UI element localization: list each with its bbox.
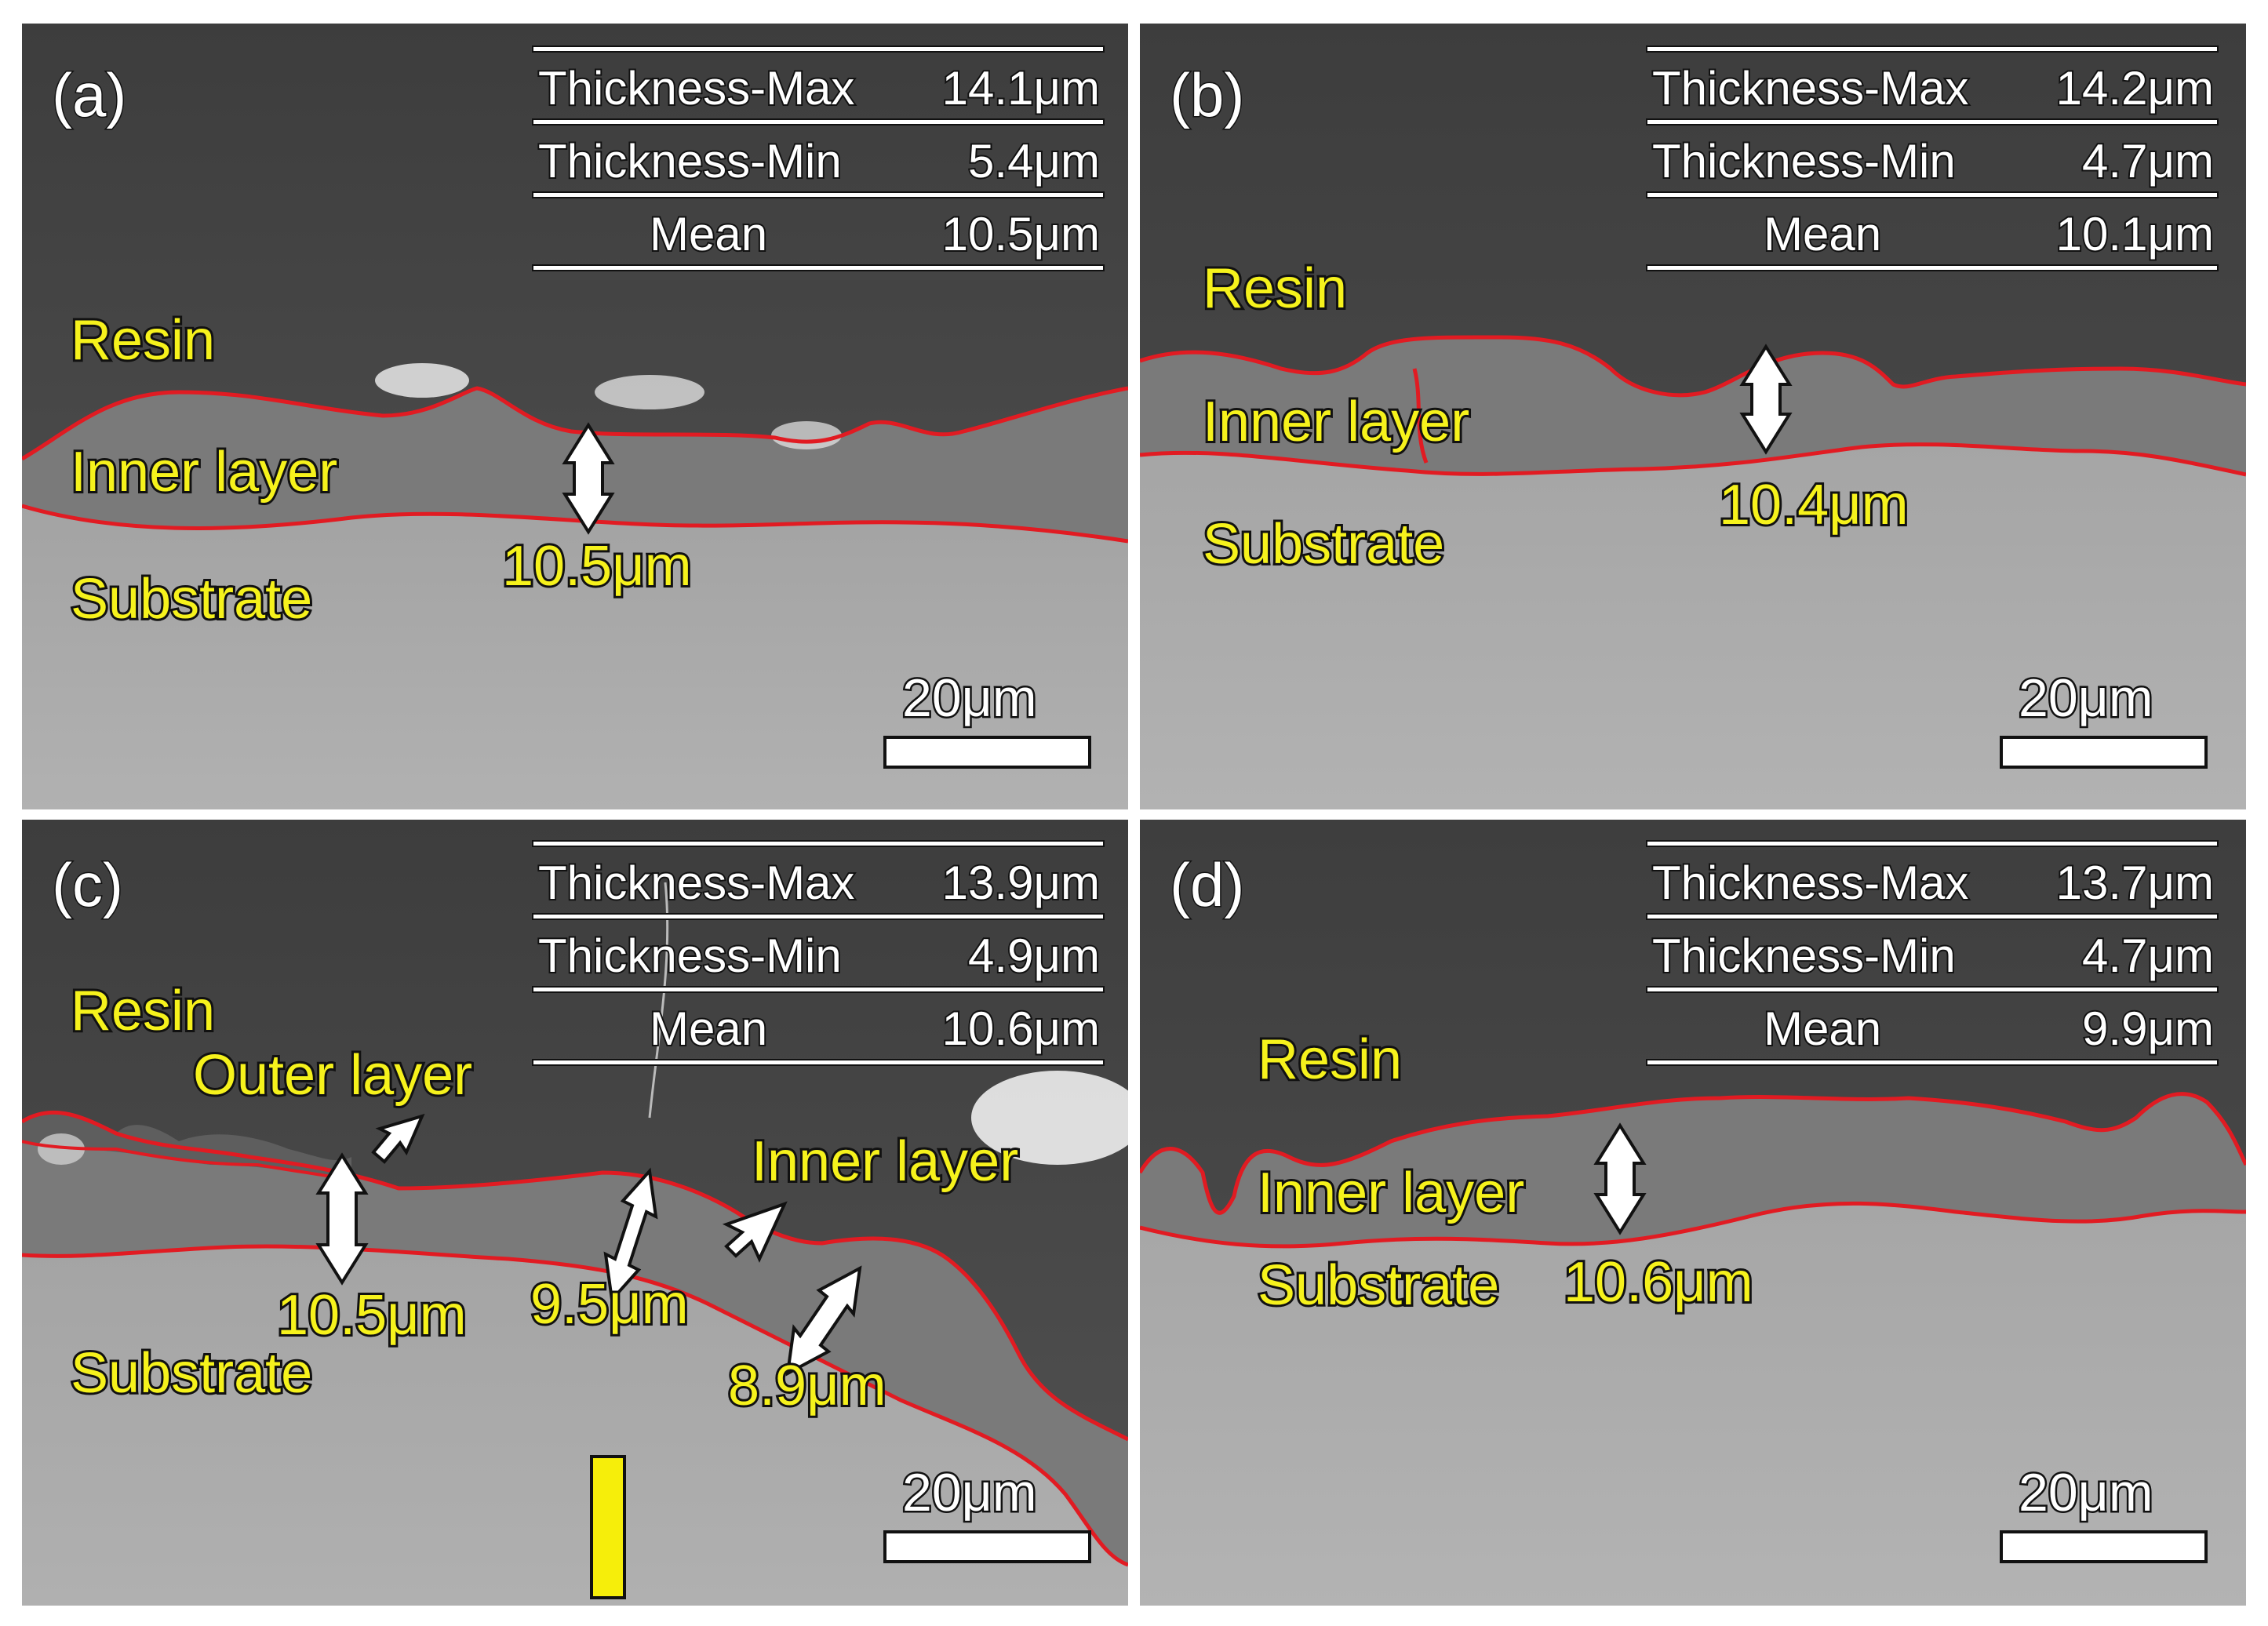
table-value: 4.7μm xyxy=(2081,928,2215,984)
bright-spot xyxy=(38,1133,85,1165)
table-value: 10.5μm xyxy=(941,206,1101,262)
label-resin: Resin xyxy=(1200,257,1349,320)
scale-label: 20μm xyxy=(900,1463,1038,1522)
label-substrate: Substrate xyxy=(68,568,315,631)
table-value: 10.6μm xyxy=(941,1001,1101,1057)
table-label: Mean xyxy=(1762,206,1883,262)
label-resin: Resin xyxy=(68,980,217,1042)
layer-boundary-bottom xyxy=(22,1244,1128,1567)
label-substrate: Substrate xyxy=(68,1342,315,1405)
measure-value: 10.5μm xyxy=(275,1284,469,1347)
measure-value: 9.5μm xyxy=(528,1273,691,1336)
substrate-region xyxy=(22,506,1128,809)
table-label: Thickness-Min xyxy=(537,133,843,189)
bright-spot xyxy=(771,421,842,449)
outer-layer-boundary xyxy=(22,1140,352,1182)
measure-value: 10.6μm xyxy=(1561,1251,1756,1314)
inner-layer-region xyxy=(22,1112,1128,1565)
label-substrate: Substrate xyxy=(1200,513,1447,576)
table-value: 14.2μm xyxy=(2055,60,2215,116)
panel-tag: (b) xyxy=(1168,60,1245,129)
substrate-region xyxy=(22,1246,1128,1606)
table-label: Thickness-Max xyxy=(537,60,856,116)
panel-tag: (c) xyxy=(51,850,125,919)
measure-arrow xyxy=(562,422,615,535)
label-inner-layer: Inner layer xyxy=(68,441,340,504)
table-label: Thickness-Min xyxy=(1651,928,1957,984)
substrate-region xyxy=(1140,1203,2246,1606)
table-value: 4.7μm xyxy=(2081,133,2215,189)
measure-value: 8.9μm xyxy=(726,1355,889,1417)
pointer-arrow xyxy=(722,1201,788,1263)
table-value: 5.4μm xyxy=(967,133,1101,189)
panel-b: (b) Thickness-Max 14.2μm Thickness-Min 4.7… xyxy=(1140,24,2246,809)
panel-c: (c) Thickness-Max 13.9μm Thickness-Min 4.9… xyxy=(22,820,1128,1606)
bright-spot xyxy=(595,375,704,409)
scale-bar xyxy=(2000,736,2208,769)
measure-arrow xyxy=(1739,344,1793,455)
substrate-region xyxy=(1140,444,2246,809)
measure-value: 10.5μm xyxy=(500,535,694,598)
label-resin: Resin xyxy=(68,309,217,372)
measure-arrow xyxy=(603,1167,658,1304)
label-outer-layer: Outer layer xyxy=(191,1044,475,1107)
panel-tag: (a) xyxy=(50,60,127,129)
table-label: Thickness-Min xyxy=(1651,133,1957,189)
scale-label: 20μm xyxy=(2016,668,2154,728)
bright-spot xyxy=(375,363,469,398)
measure-arrow xyxy=(315,1152,369,1286)
scale-bar xyxy=(883,736,1091,769)
table-value: 13.7μm xyxy=(2055,855,2215,911)
panel-tag: (d) xyxy=(1168,850,1245,919)
thickness-table: Thickness-Max 13.7μm Thickness-Min 4.7μm M… xyxy=(1646,840,2219,1066)
panel-a: (a) Thickness-Max 14.1μm Thickness-Min 5.4… xyxy=(22,24,1128,809)
layer-boundary-top xyxy=(1140,1092,2246,1215)
sem-image-c xyxy=(22,820,1128,1606)
measure-value: 10.4μm xyxy=(1716,474,1911,537)
scale-bar xyxy=(2000,1530,2208,1563)
label-substrate: Substrate xyxy=(1255,1254,1502,1317)
scale-bar xyxy=(883,1530,1091,1563)
label-inner-layer: Inner layer xyxy=(1200,391,1472,453)
table-value: 14.1μm xyxy=(941,60,1101,116)
label-inner-layer: Inner layer xyxy=(749,1130,1021,1193)
table-label: Thickness-Max xyxy=(1651,855,1970,911)
crack xyxy=(648,882,669,1119)
sem-image-d xyxy=(1140,820,2246,1606)
table-label: Thickness-Min xyxy=(537,928,843,984)
grain-boundary xyxy=(1412,368,1429,464)
table-label: Mean xyxy=(1762,1001,1883,1057)
bright-spot xyxy=(971,1071,1128,1165)
table-value: 9.9μm xyxy=(2081,1001,2215,1057)
scale-label: 20μm xyxy=(900,668,1038,728)
table-value: 13.9μm xyxy=(941,855,1101,911)
pointer-arrow xyxy=(371,1113,425,1164)
sem-image-a xyxy=(22,24,1128,809)
inner-layer-region xyxy=(1140,1093,2246,1246)
table-label: Thickness-Max xyxy=(1651,60,1970,116)
thickness-table: Thickness-Max 13.9μm Thickness-Min 4.9μm M… xyxy=(532,840,1105,1066)
table-label: Mean xyxy=(648,1001,769,1057)
yellow-marker xyxy=(590,1455,626,1599)
scale-label: 20μm xyxy=(2016,1463,2154,1522)
measure-arrow xyxy=(1593,1122,1647,1235)
label-resin: Resin xyxy=(1255,1028,1404,1091)
layer-boundary-bottom xyxy=(1140,442,2246,477)
measure-arrow xyxy=(785,1265,862,1377)
layer-boundary-top xyxy=(22,386,1128,461)
sem-image-b xyxy=(1140,24,2246,809)
table-label: Thickness-Max xyxy=(537,855,856,911)
table-value: 4.9μm xyxy=(967,928,1101,984)
layer-boundary-bottom xyxy=(22,504,1128,544)
label-inner-layer: Inner layer xyxy=(1255,1162,1527,1224)
table-value: 10.1μm xyxy=(2055,206,2215,262)
thickness-table: Thickness-Max 14.1μm Thickness-Min 5.4μm M… xyxy=(532,45,1105,271)
layer-boundary-bottom xyxy=(1140,1201,2246,1249)
layer-boundary-top xyxy=(1140,335,2246,398)
panel-d: (d) Thickness-Max 13.7μm Thickness-Min 4.7… xyxy=(1140,820,2246,1606)
thickness-table: Thickness-Max 14.2μm Thickness-Min 4.7μm M… xyxy=(1646,45,2219,271)
table-label: Mean xyxy=(648,206,769,262)
